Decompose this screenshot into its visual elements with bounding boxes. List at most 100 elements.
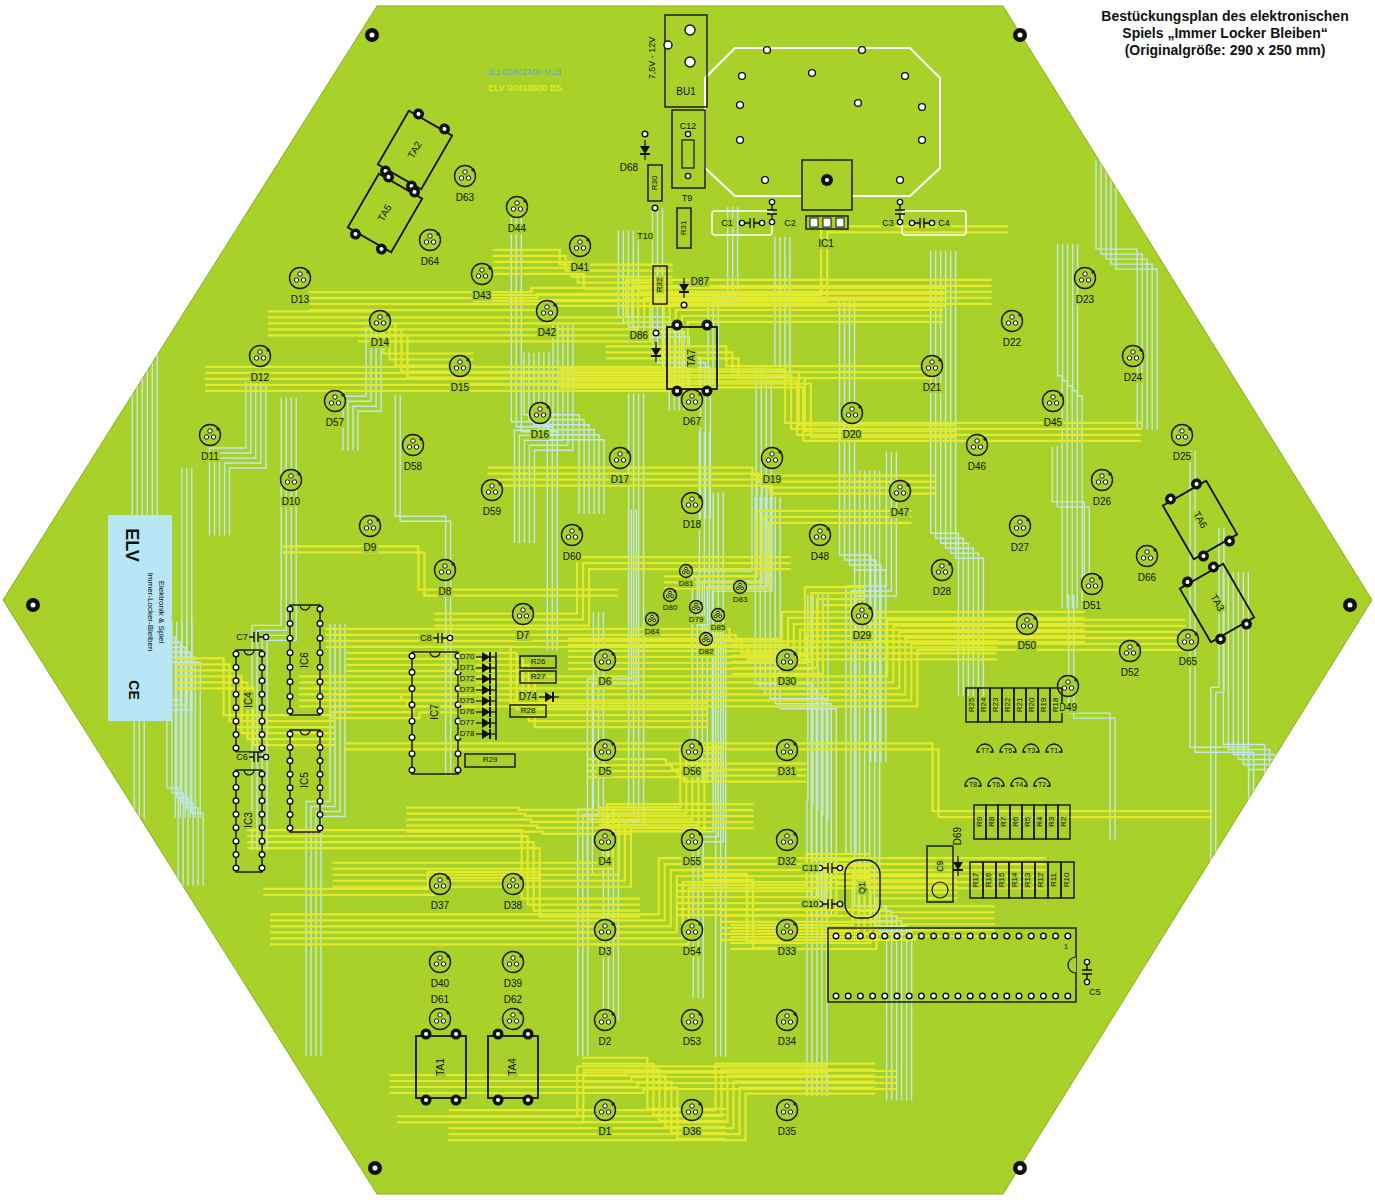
button-label: TA2 — [406, 139, 424, 161]
pushbutton-outline — [1159, 474, 1241, 566]
electrolytic-body — [932, 882, 948, 898]
trace — [720, 906, 995, 910]
solder-pad — [233, 665, 239, 671]
resistor-outline — [983, 862, 996, 898]
polarity-mark — [611, 1012, 615, 1016]
transistor-label: T7 — [980, 747, 990, 754]
solder-pad — [664, 41, 672, 49]
resistor-outline — [970, 862, 983, 898]
polarity-mark — [868, 606, 872, 610]
solder-pad — [294, 278, 298, 282]
solder-pad — [845, 993, 851, 999]
resistor-outline — [653, 266, 667, 304]
resistor-outline — [1022, 862, 1035, 898]
diode-body — [640, 146, 650, 154]
solder-pad — [446, 570, 450, 574]
polarity-mark — [744, 582, 746, 584]
diode-bar — [953, 869, 963, 871]
solder-pad — [523, 1029, 534, 1040]
solder-pad — [882, 993, 888, 999]
solder-pad — [870, 993, 876, 999]
polarity-mark — [656, 614, 658, 616]
trace — [544, 352, 599, 514]
solder-pad — [511, 207, 515, 211]
led-label: D58 — [403, 462, 423, 472]
solder-pad — [785, 924, 789, 928]
solder-pad — [1134, 356, 1138, 360]
trace — [1238, 572, 1279, 908]
solder-pad — [486, 490, 490, 494]
solder-pad — [695, 603, 698, 606]
solder-pad — [707, 639, 710, 642]
pushbutton-body — [378, 111, 452, 190]
trace — [270, 876, 1046, 932]
solder-pad — [846, 413, 850, 417]
led-outline — [646, 613, 659, 626]
solder-pad — [693, 930, 697, 934]
solder-pad — [455, 751, 461, 757]
led-outline — [360, 516, 381, 537]
solder-pad — [788, 1020, 792, 1024]
solder-pad — [603, 1014, 607, 1018]
solder-pad — [518, 207, 522, 211]
led-outline — [1123, 346, 1144, 367]
resistor-outline — [998, 805, 1010, 839]
led-label: D50 — [1017, 641, 1037, 651]
polarity-mark — [488, 266, 492, 270]
trace — [247, 848, 640, 917]
polarity-mark — [553, 303, 557, 307]
trace — [205, 304, 943, 373]
led-outline — [682, 920, 703, 941]
solder-pad — [317, 635, 323, 641]
resistor-outline — [1038, 688, 1050, 722]
solder-pad — [259, 838, 265, 844]
led-label: D45 — [1043, 418, 1063, 428]
diode-bar — [489, 652, 491, 662]
solder-pad — [719, 615, 722, 618]
drill-hole — [1201, 553, 1206, 558]
polarity-mark — [419, 437, 423, 441]
solder-pad — [574, 246, 578, 250]
trace — [176, 664, 334, 721]
solder-pad — [287, 694, 293, 700]
trace — [568, 612, 1085, 639]
led-outline — [503, 874, 524, 895]
polarity-mark — [446, 954, 450, 958]
solder-pad — [515, 201, 519, 205]
transistor-label: T8 — [968, 781, 978, 788]
trace — [434, 563, 791, 619]
led-label: D18 — [682, 520, 702, 530]
polarity-mark — [793, 832, 797, 836]
diode-symbol — [476, 696, 496, 706]
solder-pad — [409, 702, 415, 708]
solder-pad — [259, 732, 265, 738]
led-outline — [250, 346, 271, 367]
led-outline — [932, 560, 953, 581]
capacitor-symbol — [743, 218, 761, 228]
regulator-tab-hole — [821, 174, 833, 186]
led-label: D52 — [1120, 668, 1140, 678]
solder-pad — [943, 933, 949, 939]
solder-pad — [438, 878, 442, 882]
led-label: D42 — [537, 328, 557, 338]
polarity-mark — [698, 1012, 702, 1016]
led-label: D36 — [682, 1127, 702, 1137]
solder-pad — [1066, 680, 1070, 684]
trace — [176, 688, 334, 745]
resistor-label: R10 — [1063, 872, 1071, 889]
trace — [247, 830, 640, 899]
resistor-label: R17 — [972, 872, 980, 889]
capacitor-frame — [902, 211, 966, 235]
trace — [454, 378, 956, 431]
drill-hole — [454, 1032, 458, 1036]
drill-hole — [705, 389, 709, 393]
led-label: D31 — [777, 767, 797, 777]
solder-pad — [1021, 624, 1025, 628]
diode-label: D68 — [619, 163, 639, 173]
solder-pad — [702, 320, 713, 331]
solder-pad — [259, 691, 265, 697]
resistor-outline — [677, 208, 691, 248]
ic-outline — [412, 652, 458, 774]
diode-bar — [679, 291, 689, 293]
led-outline — [777, 830, 798, 851]
